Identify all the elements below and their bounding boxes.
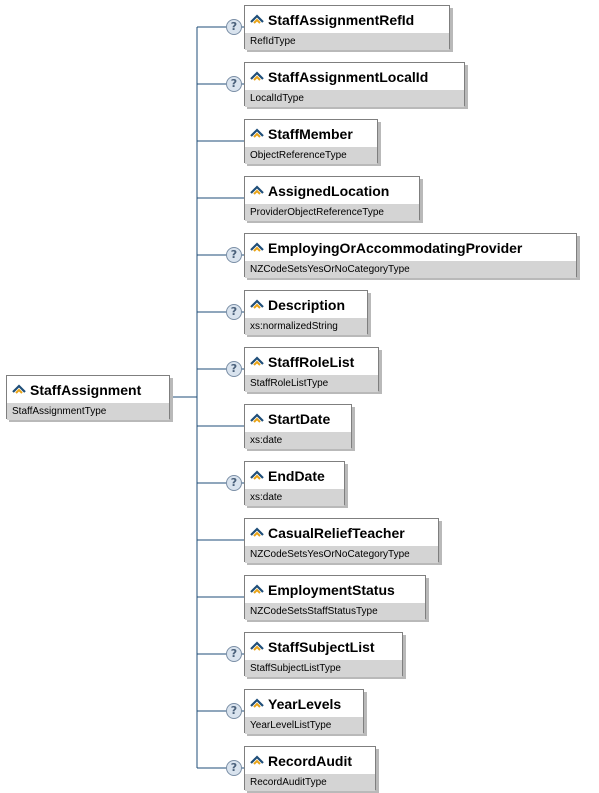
element-type: LocalIdType (245, 90, 464, 107)
element-icon (250, 526, 264, 537)
element-icon (250, 241, 264, 252)
element-icon (250, 583, 264, 594)
optional-help-icon[interactable]: ? (226, 19, 242, 35)
element-icon (250, 184, 264, 195)
element-type: ProviderObjectReferenceType (245, 204, 419, 221)
element-name: StaffAssignmentRefId (268, 11, 415, 28)
element-type: NZCodeSetsStaffStatusType (245, 603, 425, 620)
child-element-start-date[interactable]: StartDate xs:date (244, 404, 352, 449)
element-name: StaffRoleList (268, 353, 355, 370)
root-element[interactable]: StaffAssignment StaffAssignmentType (6, 375, 170, 420)
child-element-description[interactable]: Description xs:normalizedString (244, 290, 368, 335)
element-name: EmploymentStatus (268, 581, 395, 598)
element-icon (250, 70, 264, 81)
element-name: StartDate (268, 410, 331, 427)
element-type: RefIdType (245, 33, 449, 50)
element-icon (12, 383, 26, 394)
element-name: StaffSubjectList (268, 638, 375, 655)
element-type: xs:date (245, 489, 344, 506)
optional-help-icon[interactable]: ? (226, 247, 242, 263)
element-icon (250, 754, 264, 765)
element-name: YearLevels (268, 695, 342, 712)
element-type: xs:normalizedString (245, 318, 367, 335)
element-icon (250, 697, 264, 708)
element-icon (250, 13, 264, 24)
element-icon (250, 412, 264, 423)
element-type: YearLevelListType (245, 717, 363, 734)
element-name: StaffMember (268, 125, 353, 142)
optional-help-icon[interactable]: ? (226, 304, 242, 320)
element-name: CasualReliefTeacher (268, 524, 405, 541)
element-type: StaffRoleListType (245, 375, 378, 392)
optional-help-icon[interactable]: ? (226, 760, 242, 776)
optional-help-icon[interactable]: ? (226, 646, 242, 662)
optional-help-icon[interactable]: ? (226, 475, 242, 491)
element-type: ObjectReferenceType (245, 147, 377, 164)
element-type: xs:date (245, 432, 351, 449)
child-element-end-date[interactable]: EndDate xs:date (244, 461, 345, 506)
element-icon (250, 640, 264, 651)
element-type: NZCodeSetsYesOrNoCategoryType (245, 261, 576, 278)
element-name: EmployingOrAccommodatingProvider (268, 239, 523, 256)
element-type: NZCodeSetsYesOrNoCategoryType (245, 546, 438, 563)
optional-help-icon[interactable]: ? (226, 76, 242, 92)
element-name: EndDate (268, 467, 325, 484)
element-icon (250, 127, 264, 138)
optional-help-icon[interactable]: ? (226, 361, 242, 377)
root-element-type: StaffAssignmentType (7, 403, 169, 420)
optional-help-icon[interactable]: ? (226, 703, 242, 719)
element-name: AssignedLocation (268, 182, 390, 199)
element-icon (250, 469, 264, 480)
element-icon (250, 355, 264, 366)
element-type: StaffSubjectListType (245, 660, 402, 677)
element-name: Description (268, 296, 346, 313)
element-icon (250, 298, 264, 309)
element-name: StaffAssignmentLocalId (268, 68, 429, 85)
root-element-name: StaffAssignment (30, 381, 142, 398)
element-name: RecordAudit (268, 752, 352, 769)
element-type: RecordAuditType (245, 774, 375, 791)
